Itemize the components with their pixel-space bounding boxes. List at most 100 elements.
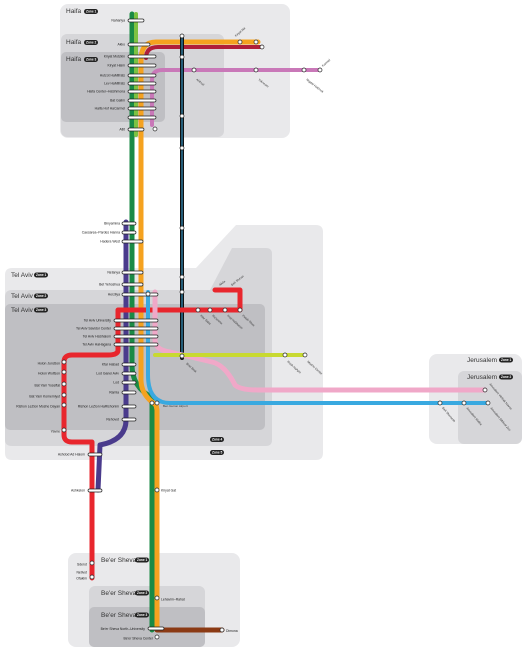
zone-badge-text: Zone 2 — [36, 294, 46, 298]
zone-badge-telaviv-mid — [34, 293, 48, 299]
station-marker[interactable] — [179, 113, 185, 119]
zone-title-haifa-mid: Haifa — [66, 39, 82, 46]
station-label-rishon-moshe-dayan: Rishon LeZion Moshe Dayan — [16, 405, 60, 409]
station-marker[interactable] — [61, 359, 67, 365]
station-marker[interactable] — [127, 127, 145, 132]
station-label-ramla: Ramla — [109, 391, 119, 395]
station-marker[interactable] — [179, 33, 185, 39]
station-marker[interactable] — [191, 67, 197, 73]
station-marker[interactable] — [222, 307, 228, 313]
station-label-ta-savidor: Tel Aviv Savidor Center — [76, 327, 112, 331]
station-marker[interactable] — [179, 353, 185, 359]
station-marker[interactable] — [113, 318, 159, 323]
station-marker[interactable] — [113, 334, 159, 339]
station-marker[interactable] — [219, 627, 225, 633]
station-marker[interactable] — [179, 145, 185, 151]
station-marker[interactable] — [259, 44, 265, 50]
station-marker[interactable] — [237, 39, 243, 45]
station-marker[interactable] — [149, 400, 155, 406]
station-marker[interactable] — [121, 417, 137, 422]
zone-badge-haifa-mid — [84, 40, 98, 45]
zone-telaviv-inner — [5, 304, 265, 430]
station-marker[interactable] — [282, 352, 288, 358]
station-marker[interactable] — [121, 230, 137, 235]
station-label-rehovot: Rehovot — [106, 418, 119, 422]
station-label-lod: Lod — [113, 381, 119, 385]
station-marker[interactable] — [61, 402, 67, 408]
station-marker[interactable] — [154, 595, 160, 601]
station-marker[interactable] — [154, 400, 160, 406]
station-marker[interactable] — [121, 292, 159, 297]
station-marker[interactable] — [179, 274, 185, 280]
station-label-beer-sheva-north: Be'er Sheva North–University — [101, 627, 146, 631]
station-marker[interactable] — [121, 362, 137, 367]
station-marker[interactable] — [127, 89, 157, 94]
station-marker[interactable] — [127, 106, 157, 111]
station-marker[interactable] — [301, 67, 307, 73]
station-marker[interactable] — [302, 352, 308, 358]
station-marker[interactable] — [154, 634, 160, 640]
station-marker[interactable] — [127, 81, 157, 86]
station-label-ben-gurion: Ben Gurion Airport — [163, 404, 188, 408]
station-marker[interactable] — [87, 452, 103, 457]
station-marker[interactable] — [121, 371, 137, 376]
zone-title-jerusalem-outer: Jerusalem — [467, 357, 497, 364]
station-marker[interactable] — [89, 560, 95, 566]
station-marker[interactable] — [179, 225, 185, 231]
station-marker[interactable] — [179, 289, 185, 295]
station-marker[interactable] — [154, 487, 160, 493]
line-mauve — [150, 68, 322, 127]
station-marker[interactable] — [127, 18, 145, 23]
station-marker[interactable] — [145, 291, 151, 297]
station-marker[interactable] — [253, 67, 259, 73]
station-label-holon-wolfson: Holon Wolfson — [38, 372, 60, 376]
station-marker[interactable] — [127, 115, 157, 120]
station-marker[interactable] — [127, 42, 151, 47]
station-label-nahariya: Nahariya — [111, 19, 125, 23]
station-marker[interactable] — [147, 626, 165, 631]
station-marker[interactable] — [121, 390, 137, 395]
station-marker[interactable] — [437, 400, 443, 406]
station-marker[interactable] — [113, 342, 159, 347]
station-label-bat-galim: Bat Galim — [110, 99, 125, 103]
station-marker[interactable] — [121, 282, 144, 287]
station-label-karmiel: Karmiel — [321, 58, 331, 68]
station-marker[interactable] — [61, 427, 67, 433]
zone-badge-text: Zone 2 — [501, 375, 511, 379]
station-marker[interactable] — [89, 574, 95, 580]
station-marker[interactable] — [121, 239, 144, 244]
station-label-caesarea: Caesarea–Pardes Hanna — [82, 231, 120, 235]
station-marker[interactable] — [121, 221, 137, 226]
station-marker[interactable] — [61, 392, 67, 398]
zone-badge-telaviv-inner — [34, 307, 48, 313]
station-marker[interactable] — [113, 326, 159, 331]
station-label-ta-university: Tel Aviv University — [84, 319, 112, 323]
station-marker[interactable] — [121, 380, 137, 385]
station-marker[interactable] — [61, 381, 67, 387]
station-marker[interactable] — [482, 387, 488, 393]
station-marker[interactable] — [253, 39, 259, 45]
station-marker[interactable] — [179, 54, 185, 60]
station-marker[interactable] — [207, 307, 213, 313]
station-marker[interactable] — [121, 270, 144, 275]
station-label-rishon-harishonim: Rishon LeZion HaRishonim — [78, 405, 119, 409]
zone-badge-text: Zone 1 — [36, 273, 46, 277]
station-marker[interactable] — [237, 307, 243, 313]
station-label-netivot: Netivot — [76, 571, 87, 575]
station-marker[interactable] — [127, 63, 157, 68]
station-marker[interactable] — [127, 98, 157, 103]
station-marker[interactable] — [87, 488, 103, 493]
station-marker[interactable] — [152, 126, 158, 132]
station-label-yavne: Yavne — [51, 430, 60, 434]
station-marker[interactable] — [61, 369, 67, 375]
station-marker[interactable] — [195, 307, 201, 313]
station-marker[interactable] — [461, 400, 467, 406]
station-label-beer-sheva-center: Be'er Sheva Center — [124, 637, 154, 641]
station-marker[interactable] — [485, 400, 491, 406]
station-marker[interactable] — [127, 54, 157, 59]
station-marker[interactable] — [121, 404, 137, 409]
station-marker[interactable] — [317, 67, 323, 73]
zone-badge-beersheva-mid — [135, 590, 149, 596]
station-label-afula: Afula — [218, 279, 226, 287]
station-marker[interactable] — [127, 73, 157, 78]
